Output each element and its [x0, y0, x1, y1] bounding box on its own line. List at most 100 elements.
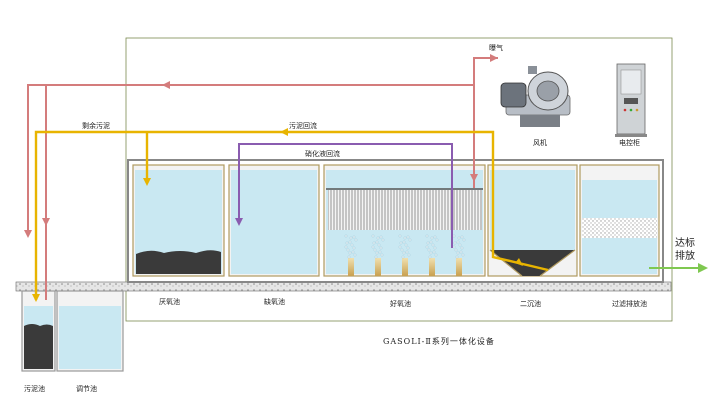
air-bubble: [350, 243, 354, 247]
air-bubble: [381, 238, 385, 242]
air-bubble: [402, 240, 406, 244]
air-bubble: [404, 243, 408, 247]
air-bubble: [429, 240, 433, 244]
secondary-clarifier-tank: [487, 164, 578, 277]
blower-label: 风机: [533, 138, 547, 147]
air-bubble: [398, 234, 402, 238]
sludge-return-label: 污泥回流: [289, 121, 317, 130]
air-bubble: [403, 236, 407, 240]
air-bubble: [462, 238, 466, 242]
air-bubble: [408, 238, 412, 242]
air-bubble: [374, 255, 378, 259]
air-bubble: [379, 235, 383, 239]
anaerobic-tank: [132, 164, 225, 277]
air-bubble: [349, 236, 353, 240]
air-bubble: [375, 240, 379, 244]
air-bubble: [353, 253, 357, 257]
air-bubble: [345, 241, 349, 245]
air-bubble: [460, 235, 464, 239]
blower: [500, 66, 571, 127]
air-bubble: [425, 245, 429, 249]
air-bubble: [429, 251, 433, 255]
air-bubble: [352, 246, 356, 250]
aeration-label: 曝气: [489, 43, 503, 52]
diffuser-tube: [402, 258, 408, 276]
air-bubble: [372, 241, 376, 245]
air-bubble: [427, 248, 431, 252]
air-bubble: [432, 250, 436, 254]
air-bubble: [406, 235, 410, 239]
air-bubble: [455, 255, 459, 259]
air-bubble: [431, 243, 435, 247]
diagram-title: GASOLI-Ⅱ系列一体化设备: [383, 336, 495, 346]
air-bubble: [377, 243, 381, 247]
air-bubble: [457, 236, 461, 240]
air-bubble: [399, 241, 403, 245]
air-bubble: [459, 250, 463, 254]
air-bubble: [461, 253, 465, 257]
air-bubble: [405, 250, 409, 254]
diffuser-tube: [375, 258, 381, 276]
diffusers: [344, 234, 466, 276]
air-bubble: [452, 234, 456, 238]
air-bubble: [346, 248, 350, 252]
air-bubble: [454, 248, 458, 252]
aeration-line: [24, 54, 498, 300]
air-bubble: [376, 236, 380, 240]
air-bubble: [425, 234, 429, 238]
air-bubble: [352, 235, 356, 239]
air-bubble: [351, 250, 355, 254]
air-bubble: [460, 246, 464, 250]
air-bubble: [375, 251, 379, 255]
anaerobic-tank-label: 厌氧池: [159, 297, 180, 306]
air-bubble: [435, 238, 439, 242]
air-bubble: [426, 241, 430, 245]
air-bubble: [458, 243, 462, 247]
air-bubble: [348, 240, 352, 244]
air-bubble: [428, 255, 432, 259]
air-bubble: [433, 246, 437, 250]
air-bubble: [398, 245, 402, 249]
air-bubble: [373, 248, 377, 252]
ground-strip: [15, 281, 672, 292]
air-bubble: [371, 245, 375, 249]
nitrate-return-label: 硝化液回流: [305, 149, 340, 158]
equipment-enclosure: [125, 37, 673, 322]
air-bubble: [354, 238, 358, 242]
control-cabinet: [615, 63, 647, 137]
diffuser-tube: [348, 258, 354, 276]
air-bubble: [430, 236, 434, 240]
diffuser-tube: [429, 258, 435, 276]
air-bubble: [407, 253, 411, 257]
air-bubble: [401, 255, 405, 259]
biofilm-media: [328, 190, 482, 230]
discharge-label-line2: 排放: [675, 249, 695, 262]
air-bubble: [378, 250, 382, 254]
air-bubble: [406, 246, 410, 250]
air-bubble: [434, 253, 438, 257]
anoxic-tank: [228, 164, 320, 277]
air-bubble: [371, 234, 375, 238]
excess-sludge-label: 剩余污泥: [82, 121, 110, 130]
air-bubble: [456, 251, 460, 255]
diffuser-tube: [456, 258, 462, 276]
air-bubble: [433, 235, 437, 239]
air-bubble: [347, 255, 351, 259]
air-bubble: [348, 251, 352, 255]
air-bubble: [400, 248, 404, 252]
equalization-tank: [56, 290, 124, 372]
air-bubble: [380, 253, 384, 257]
sludge-tank-label: 污泥池: [24, 384, 45, 393]
discharge-label-line1: 达标: [675, 237, 695, 249]
secondary-clarifier-label: 二沉池: [520, 299, 541, 308]
air-bubble: [344, 234, 348, 238]
air-bubble: [456, 240, 460, 244]
control-cabinet-label: 电控柜: [619, 138, 640, 147]
sludge-tank: [21, 290, 56, 372]
filter-discharge-tank: [579, 164, 660, 277]
equalization-tank-label: 调节池: [76, 384, 97, 393]
sludge-return-line: [32, 128, 549, 302]
anoxic-tank-label: 缺氧池: [264, 297, 285, 306]
air-bubble: [344, 245, 348, 249]
